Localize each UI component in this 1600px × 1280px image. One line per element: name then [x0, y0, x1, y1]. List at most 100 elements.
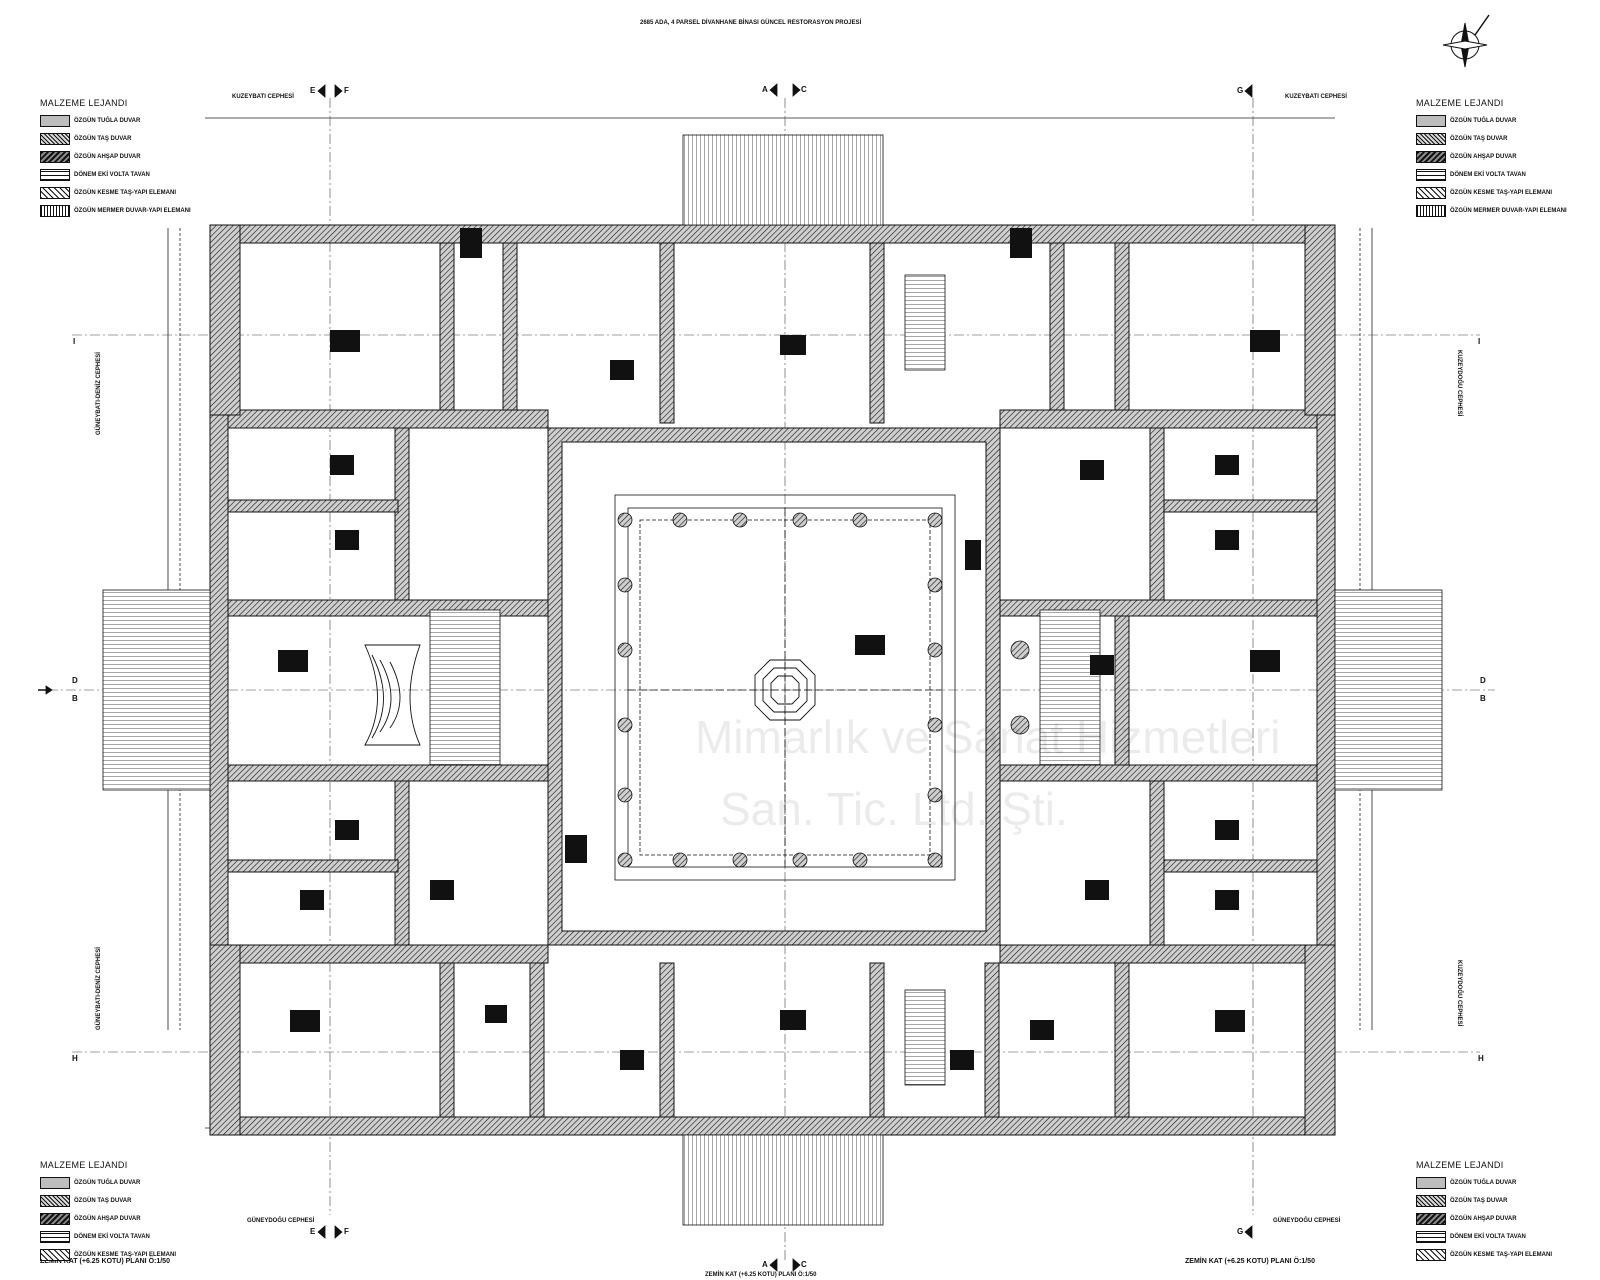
legend-label: DÖNEM EKİ VOLTA TAVAN [1450, 172, 1526, 178]
section-label-f-bottom: F [344, 1227, 349, 1236]
legend-item: ÖZGÜN AHŞAP DUVAR [1416, 1210, 1566, 1228]
legend-label: DÖNEM EKİ VOLTA TAVAN [74, 1234, 150, 1240]
north-arrow-icon [1442, 14, 1490, 68]
building-walls [209, 224, 1336, 1136]
legend-item: ÖZGÜN TUĞLA DUVAR [1416, 1174, 1566, 1192]
legend-title: MALZEME LEJANDI [1416, 98, 1504, 108]
dimension-lines [167, 117, 1373, 1129]
section-label-b-right: B [1480, 694, 1486, 703]
swatch-icon [40, 1195, 70, 1207]
facade-label-southeast-left: GÜNEYDOĞU CEPHESİ [247, 1218, 315, 1224]
section-label-g-bottom: G [1237, 1227, 1244, 1236]
legend-item: ÖZGÜN TUĞLA DUVAR [40, 1174, 190, 1192]
watermark-line2: San. Tic. Ltd. Şti. [720, 783, 1068, 835]
swatch-icon [1416, 1213, 1446, 1225]
material-legend-top-right: MALZEME LEJANDI ÖZGÜN TUĞLA DUVAR ÖZGÜN … [1416, 98, 1567, 220]
legend-item: ÖZGÜN KESME TAŞ-YAPI ELEMANI [40, 184, 190, 202]
swatch-icon [1416, 187, 1446, 199]
watermark-line1: Mimarlık ve Sanat Hizmetleri [695, 711, 1281, 763]
legend-item: ÖZGÜN TUĞLA DUVAR [40, 112, 190, 130]
facade-label-southwest-lower: GÜNEYBATI-DENİZ CEPHESİ [96, 947, 102, 1030]
west-staircase [364, 644, 421, 746]
facade-label-southwest-upper: GÜNEYBATI-DENİZ CEPHESİ [96, 352, 102, 435]
material-legend-bottom-left: MALZEME LEJANDI ÖZGÜN TUĞLA DUVAR ÖZGÜN … [40, 1160, 190, 1264]
swatch-icon [1416, 133, 1446, 145]
legend-label: ÖZGÜN TAŞ DUVAR [1450, 1198, 1508, 1204]
swatch-icon [40, 1249, 70, 1261]
legend-label: ÖZGÜN MERMER DUVAR-YAPI ELEMANI [1450, 208, 1567, 214]
plan-title-right: ZEMİN KAT (+6.25 KOTU) PLANI Ö:1/50 [1185, 1258, 1315, 1265]
section-label-c-top: C [801, 85, 807, 94]
section-label-i-right: I [1478, 337, 1481, 346]
legend-label: DÖNEM EKİ VOLTA TAVAN [1450, 1234, 1526, 1240]
legend-label: ÖZGÜN AHŞAP DUVAR [1450, 1216, 1517, 1222]
legend-label: ÖZGÜN KESME TAŞ-YAPI ELEMANI [1450, 190, 1553, 196]
legend-item: ÖZGÜN TAŞ DUVAR [1416, 130, 1566, 148]
legend-label: ÖZGÜN AHŞAP DUVAR [74, 154, 141, 160]
legend-item: ÖZGÜN MERMER DUVAR-YAPI ELEMANI [40, 202, 191, 220]
swatch-icon [40, 169, 70, 181]
legend-title: MALZEME LEJANDI [1416, 1160, 1504, 1170]
swatch-icon [1416, 205, 1446, 217]
legend-item: DÖNEM EKİ VOLTA TAVAN [1416, 166, 1566, 184]
room-annotations [278, 228, 1280, 1070]
drawing-title: 2685 ADA, 4 PARSEL DİVANHANE BİNASI GÜNC… [640, 20, 862, 26]
legend-label: ÖZGÜN MERMER DUVAR-YAPI ELEMANI [74, 208, 191, 214]
swatch-icon [40, 151, 70, 163]
legend-label: ÖZGÜN TAŞ DUVAR [1450, 136, 1508, 142]
swatch-icon [1416, 169, 1446, 181]
section-label-g-top: G [1237, 86, 1244, 95]
legend-label: ÖZGÜN TUĞLA DUVAR [74, 1180, 141, 1186]
legend-label: ÖZGÜN KESME TAŞ-YAPI ELEMANI [1450, 1252, 1553, 1258]
fountain [754, 659, 816, 721]
courtyard-columns [617, 512, 1030, 868]
plan-title-center: ZEMİN KAT (+6.25 KOTU) PLANI Ö:1/50 [705, 1272, 817, 1278]
legend-label: ÖZGÜN TAŞ DUVAR [74, 136, 132, 142]
section-label-a-bottom: A [762, 1260, 768, 1269]
legend-item: ÖZGÜN KESME TAŞ-YAPI ELEMANI [40, 1246, 190, 1264]
section-label-e-top: E [310, 86, 316, 95]
legend-title: MALZEME LEJANDI [40, 98, 128, 108]
legend-label: ÖZGÜN KESME TAŞ-YAPI ELEMANI [74, 1252, 177, 1258]
section-label-d-left: D [72, 676, 78, 685]
facade-label-northeast-upper: KUZEYDOĞU CEPHESİ [1456, 350, 1462, 417]
legend-label: ÖZGÜN TAŞ DUVAR [74, 1198, 132, 1204]
section-markers [38, 83, 1253, 1272]
section-label-d-right: D [1480, 676, 1486, 685]
legend-label: ÖZGÜN AHŞAP DUVAR [74, 1216, 141, 1222]
section-label-c-bottom: C [801, 1260, 807, 1269]
legend-item: DÖNEM EKİ VOLTA TAVAN [1416, 1228, 1566, 1246]
facade-label-northwest-left: KUZEYBATI CEPHESİ [232, 94, 294, 100]
facade-label-northwest-right: KUZEYBATI CEPHESİ [1285, 94, 1347, 100]
legend-label: ÖZGÜN AHŞAP DUVAR [1450, 154, 1517, 160]
legend-label: ÖZGÜN KESME TAŞ-YAPI ELEMANI [74, 190, 177, 196]
swatch-icon [1416, 1195, 1446, 1207]
swatch-icon [40, 133, 70, 145]
legend-item: ÖZGÜN AHŞAP DUVAR [1416, 148, 1566, 166]
section-label-f-top: F [344, 86, 349, 95]
legend-title: MALZEME LEJANDI [40, 1160, 128, 1170]
section-label-h-left: H [72, 1054, 78, 1063]
swatch-icon [40, 205, 70, 217]
section-label-e-bottom: E [310, 1227, 316, 1236]
section-axes [48, 98, 1495, 1260]
legend-item: ÖZGÜN TAŞ DUVAR [40, 130, 190, 148]
legend-item: ÖZGÜN TAŞ DUVAR [40, 1192, 190, 1210]
courtyard-colonnade [614, 494, 956, 881]
material-legend-bottom-right: MALZEME LEJANDI ÖZGÜN TUĞLA DUVAR ÖZGÜN … [1416, 1160, 1566, 1264]
facade-label-southeast-right: GÜNEYDOĞU CEPHESİ [1273, 1218, 1341, 1224]
legend-item: ÖZGÜN AHŞAP DUVAR [40, 148, 190, 166]
swatch-icon [1416, 1231, 1446, 1243]
legend-item: ÖZGÜN KESME TAŞ-YAPI ELEMANI [1416, 1246, 1566, 1264]
entrance-stairs [102, 134, 1443, 1226]
facade-label-northeast-lower: KUZEYDOĞU CEPHESİ [1456, 960, 1462, 1027]
legend-label: ÖZGÜN TUĞLA DUVAR [1450, 118, 1517, 124]
section-label-i-left: I [73, 337, 76, 346]
swatch-icon [1416, 151, 1446, 163]
swatch-icon [40, 187, 70, 199]
legend-label: ÖZGÜN TUĞLA DUVAR [74, 118, 141, 124]
legend-label: ÖZGÜN TUĞLA DUVAR [1450, 1180, 1517, 1186]
legend-item: ÖZGÜN TAŞ DUVAR [1416, 1192, 1566, 1210]
plan-title-left: ZEMİN KAT (+6.25 KOTU) PLANI Ö:1/50 [40, 1258, 170, 1265]
